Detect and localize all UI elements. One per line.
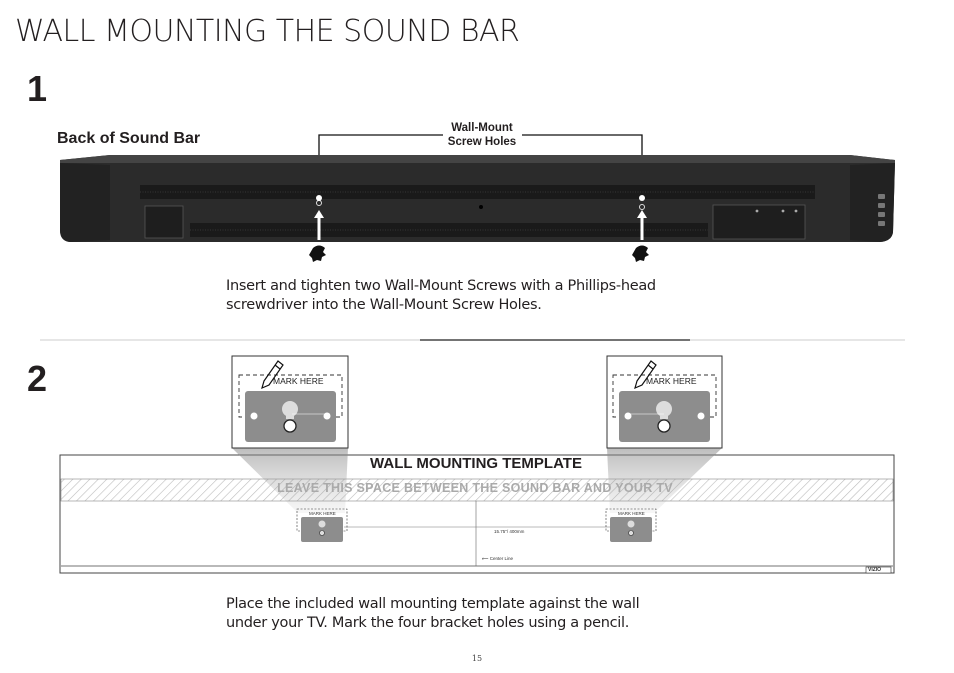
- mark-here-label-right: MARK HERE: [646, 376, 697, 386]
- page-number: 15: [471, 654, 483, 663]
- small-bracket-left: [296, 508, 348, 542]
- step-1-instructions: Insert and tighten two Wall-Mount Screws…: [226, 277, 656, 315]
- center-line-text: Center Line: [489, 556, 513, 561]
- magnified-panel-left: [231, 355, 349, 449]
- step-1-instruction-line2: screwdriver into the Wall-Mount Screw Ho…: [226, 297, 542, 313]
- holes-label-line1: Wall-Mount: [451, 122, 513, 134]
- small-mark-here-left: MARK HERE: [309, 511, 336, 516]
- back-of-sound-bar-label: Back of Sound Bar: [57, 130, 201, 147]
- page-title: WALL MOUNTING THE SOUND BAR: [15, 14, 520, 49]
- vizio-logo-box: [865, 566, 892, 574]
- mark-here-label-left: MARK HERE: [273, 376, 324, 386]
- step-2-instruction-line2: under your TV. Mark the four bracket hol…: [226, 615, 630, 631]
- screw-hole-right: [639, 204, 645, 210]
- wall-mount-screw-holes-label: Wall-Mount Screw Holes: [420, 121, 544, 149]
- step-2-number: 2: [27, 358, 48, 399]
- arrow-up-icon: [314, 210, 647, 240]
- center-line-label: ⟵ Center Line: [482, 556, 513, 562]
- hatched-space: [60, 478, 894, 502]
- right-port-panel: [712, 204, 806, 240]
- step-2-instruction-line1: Place the included wall mounting templat…: [226, 596, 640, 612]
- screw-icon: [309, 245, 649, 262]
- leave-space-text: LEAVE THIS SPACE BETWEEN THE SOUND BAR A…: [277, 481, 673, 495]
- template-title: WALL MOUNTING TEMPLATE: [370, 455, 582, 472]
- vizio-logo: VIZIO: [868, 567, 882, 573]
- template-sheet: [59, 454, 895, 574]
- small-bracket-right: [605, 508, 657, 542]
- step-1-number: 1: [27, 68, 48, 109]
- pencil-icon: [261, 360, 657, 390]
- left-port: [144, 205, 184, 239]
- center-line-arrow-icon: ⟵: [482, 556, 490, 561]
- holes-label-line2: Screw Holes: [447, 136, 517, 148]
- magnified-panel-right: [606, 355, 723, 449]
- step-1-instruction-line1: Insert and tighten two Wall-Mount Screws…: [226, 278, 656, 294]
- small-mark-here-right: MARK HERE: [618, 511, 645, 516]
- step-2-instructions: Place the included wall mounting templat…: [226, 595, 640, 633]
- distance-label: 15.75"/ 400mm: [494, 529, 525, 534]
